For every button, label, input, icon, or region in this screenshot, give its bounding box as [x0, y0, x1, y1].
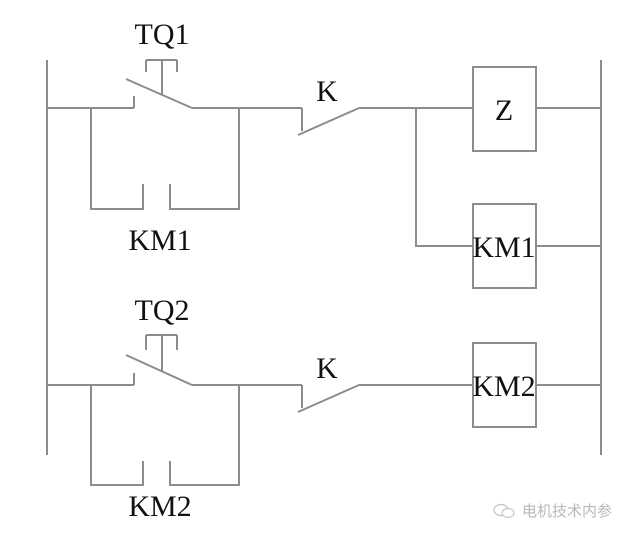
pushbutton-blade — [125, 354, 193, 386]
wire — [169, 108, 240, 210]
coil-km2: KM2 — [472, 342, 537, 428]
wire — [90, 385, 144, 486]
holding-contact-label: KM1 — [128, 224, 191, 257]
pushbutton-blade — [125, 78, 193, 109]
switch-k-1: K — [297, 75, 360, 136]
switch-label: K — [316, 75, 338, 108]
holding-contact-km2: KM2 — [90, 385, 240, 523]
pushbutton-label: TQ1 — [135, 18, 190, 51]
wire — [90, 108, 144, 210]
watermark: 电机技术内参 — [492, 500, 612, 521]
pushbutton-tq2: TQ2 — [125, 294, 193, 386]
coil-km1: KM1 — [472, 203, 537, 289]
switch-blade — [297, 384, 360, 413]
pushbutton-label: TQ2 — [135, 294, 190, 327]
coil-box — [472, 342, 537, 428]
watermark-text: 电机技术内参 — [522, 502, 613, 520]
wechat-icon — [493, 503, 515, 518]
rung-2: TQ2 KM2 K KM2 — [47, 294, 601, 523]
coil-z: Z — [472, 66, 537, 152]
coil-label: Z — [495, 94, 513, 127]
switch-label: K — [316, 352, 338, 385]
pushbutton-tq1: TQ1 — [125, 18, 193, 109]
coil-box — [472, 66, 537, 152]
coil-label: KM2 — [472, 370, 535, 403]
switch-blade — [297, 107, 360, 136]
coil-label: KM1 — [472, 231, 535, 264]
coil-box — [472, 203, 537, 289]
rung-1: TQ1 KM1 K Z KM1 — [47, 18, 601, 289]
holding-contact-label: KM2 — [128, 490, 191, 523]
switch-k-2: K — [297, 352, 360, 413]
holding-contact-km1: KM1 — [90, 108, 240, 257]
wire — [415, 108, 473, 247]
wire — [169, 385, 240, 486]
